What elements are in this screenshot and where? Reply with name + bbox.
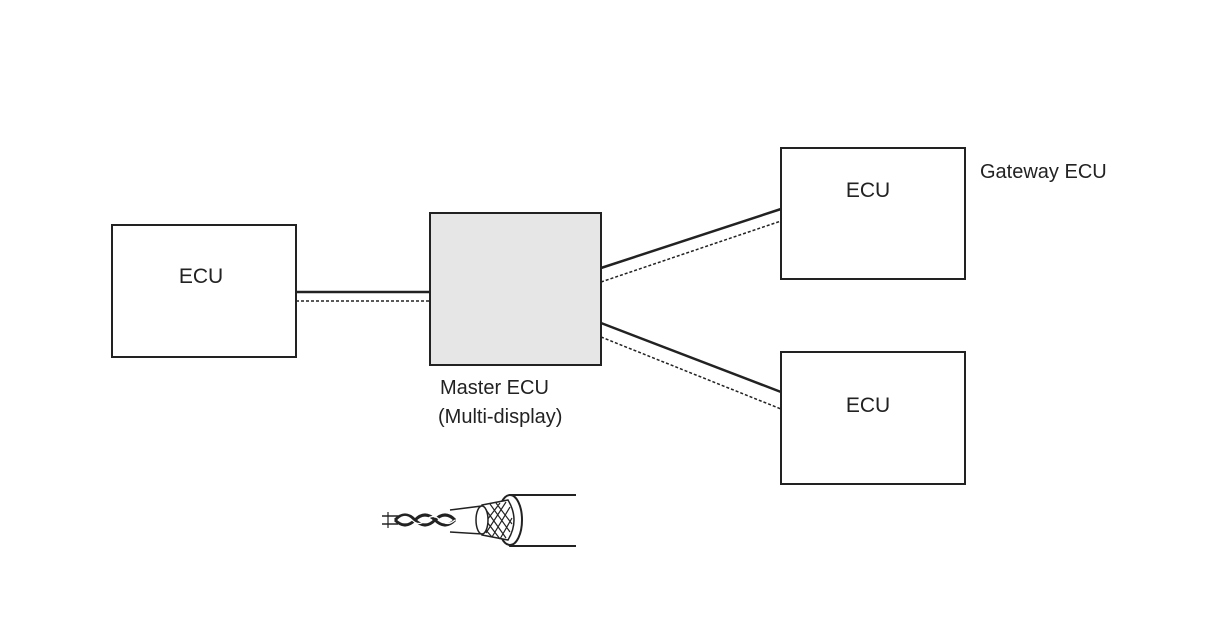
gateway-ecu-label: ECU [846,179,890,202]
master-ecu-node: Master ECU (Multi-display) [429,212,602,428]
connection-master-to-bottom-ecu [600,321,782,410]
shielded-twisted-pair-cable-icon [382,494,576,547]
bottom-ecu-box [780,351,966,485]
connection-left-to-master [296,290,430,302]
left-ecu-box [111,224,297,358]
left-ecu-label: ECU [179,265,223,288]
master-ecu-box [429,212,602,366]
braided-shield [481,499,515,541]
bottom-ecu-label: ECU [846,394,890,417]
bottom-ecu-node: ECU [780,351,966,485]
connection-master-to-gateway [600,207,782,283]
gateway-ecu-box [780,147,966,280]
twisted-conductors [382,512,457,528]
master-ecu-caption-subtitle: (Multi-display) [438,406,562,428]
left-ecu-node: ECU [111,224,297,358]
master-ecu-caption: Master ECU [440,377,549,399]
gateway-ecu-caption: Gateway ECU [980,161,1107,183]
gateway-ecu-node: ECU Gateway ECU [780,147,1107,280]
